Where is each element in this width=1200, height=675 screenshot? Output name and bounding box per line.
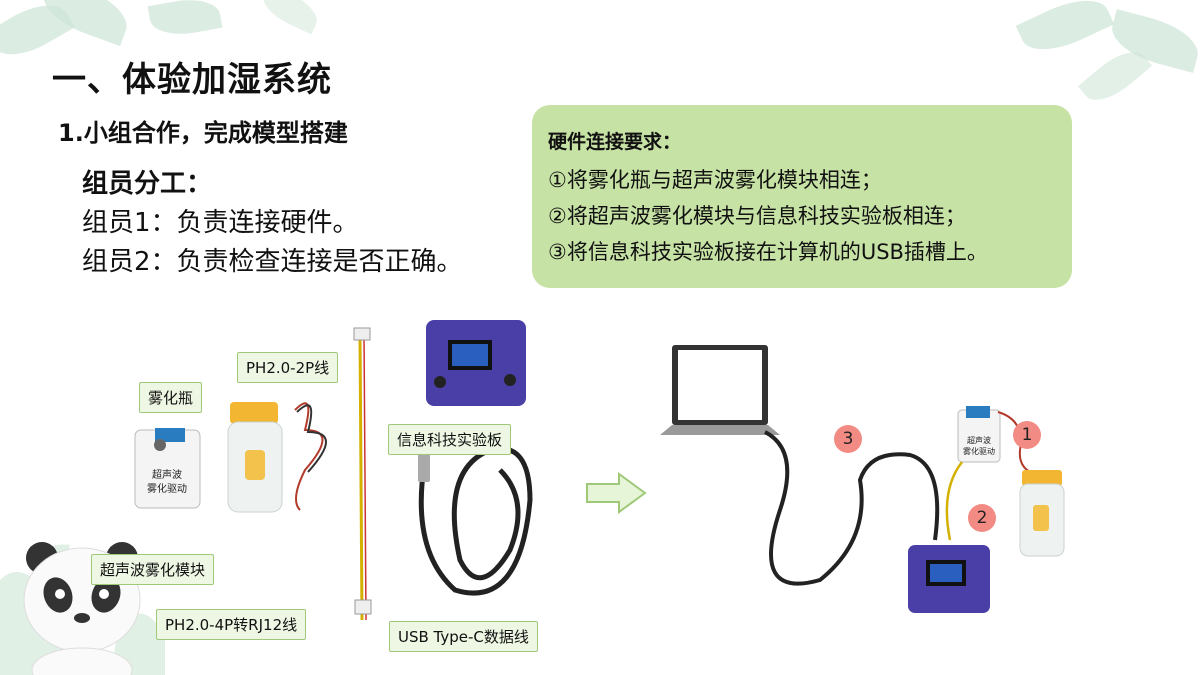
label-bottle: 雾化瓶 bbox=[139, 382, 203, 413]
requirement-item-3: ③将信息科技实验板接在计算机的USB插槽上。 bbox=[548, 240, 988, 264]
step-3-badge: 3 bbox=[834, 425, 862, 453]
role-member-2: 组员2：负责检查连接是否正确。 bbox=[82, 247, 463, 277]
label-board: 信息科技实验板 bbox=[388, 424, 512, 455]
bottle-assembled bbox=[1022, 470, 1062, 486]
roles-block: 组员分工： 组员1：负责连接硬件。 组员2：负责检查连接是否正确。 bbox=[82, 165, 463, 282]
svg-text:超声波: 超声波 bbox=[152, 468, 182, 481]
usb-cable-connected bbox=[764, 430, 940, 586]
svg-text:雾化驱动: 雾化驱动 bbox=[963, 446, 995, 456]
laptop-base bbox=[660, 425, 780, 435]
panda-decoration bbox=[0, 542, 165, 675]
requirement-item-1: ①将雾化瓶与超声波雾化模块相连； bbox=[548, 168, 882, 192]
ph20-4p-rj12-wire bbox=[358, 334, 364, 621]
requirements-box: 硬件连接要求： ①将雾化瓶与超声波雾化模块相连； ②将超声波雾化模块与信息科技实… bbox=[532, 105, 1072, 288]
section-subtitle: 1.小组合作，完成模型搭建 bbox=[58, 119, 348, 147]
components-illustration: 超声波 雾化驱动 bbox=[134, 320, 533, 621]
label-module: 超声波雾化模块 bbox=[91, 554, 215, 585]
page-title: 一、体验加湿系统 bbox=[52, 60, 332, 100]
right-arrow-icon bbox=[586, 472, 647, 514]
label-ph20-2p: PH2.0-2P线 bbox=[237, 352, 339, 383]
svg-text:雾化驱动: 雾化驱动 bbox=[147, 482, 187, 495]
step-2-badge: 2 bbox=[968, 504, 996, 532]
ph20-2p-wire bbox=[294, 402, 324, 511]
svg-text:超声波: 超声波 bbox=[967, 435, 991, 445]
assembled-system-illustration: 超声波 雾化驱动 bbox=[660, 345, 1065, 613]
atomizer-bottle-cap bbox=[230, 402, 278, 424]
usb-typec-cable bbox=[418, 446, 533, 596]
step-1-badge: 1 bbox=[1013, 421, 1041, 449]
role-member-1: 组员1：负责连接硬件。 bbox=[82, 208, 359, 238]
requirements-heading: 硬件连接要求： bbox=[548, 131, 682, 153]
label-ph20-4p: PH2.0-4P转RJ12线 bbox=[156, 609, 307, 640]
requirement-item-2: ②将超声波雾化模块与信息科技实验板相连； bbox=[548, 204, 966, 228]
roles-heading: 组员分工： bbox=[82, 169, 213, 199]
label-usb: USB Type-C数据线 bbox=[389, 621, 538, 652]
